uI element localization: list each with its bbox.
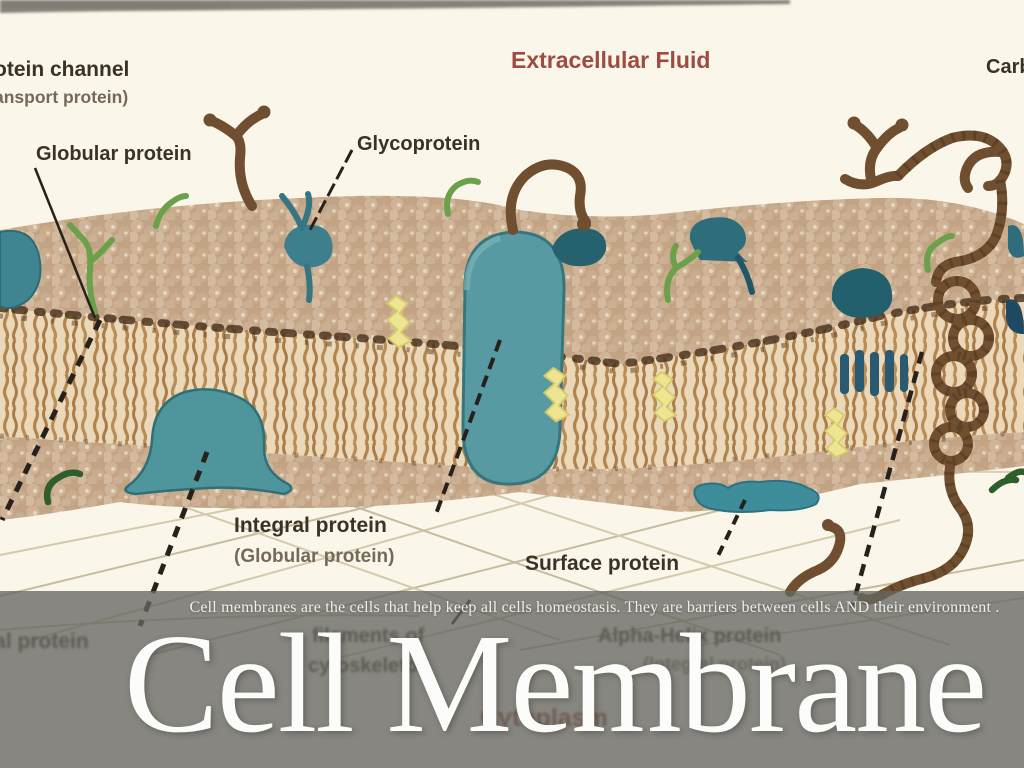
head-tail-boundary (0, 294, 1024, 369)
globular-protein-label: Globular protein (36, 143, 192, 165)
helix-coil-1 (933, 276, 981, 324)
integral-protein-mushroom (124, 388, 293, 496)
bottom-hook-chain (785, 522, 846, 597)
integral-protein-shade (463, 235, 502, 291)
green-chain-2 (153, 193, 189, 229)
surface-protein-label: Surface protein (525, 552, 679, 575)
rope-texture (877, 130, 1012, 601)
helix-descent (931, 175, 1008, 287)
green-chain-6 (43, 469, 84, 506)
protein-channel-label-line2: ansport protein) (0, 87, 128, 107)
protein-channel-label-line1: otein channel (0, 58, 129, 81)
glycoprotein-label: Glycoprotein (357, 133, 480, 155)
dark-tails-patch (840, 350, 908, 396)
helix-coil-3 (931, 351, 977, 397)
brown-chain-knobs (203, 105, 909, 531)
alpha-helix-pointer (849, 351, 925, 609)
dark-green-carbohydrates (43, 468, 1024, 506)
surface-pointer (714, 499, 747, 561)
glycoprotein-body (284, 224, 333, 268)
carbohydrate-label-partial: Carb (986, 56, 1024, 78)
slide-title: Cell Membrane (124, 604, 987, 762)
globular-pointer (33, 167, 97, 319)
extracellular-fluid-label: Extracellular Fluid (511, 47, 710, 73)
green-chain-1 (67, 222, 115, 315)
integral-protein-sublabel: (Globular protein) (234, 546, 394, 567)
protein-channel-left (0, 230, 42, 309)
peripheral-pointer-long (0, 318, 103, 522)
green-chain-7 (988, 468, 1024, 494)
head-tail-boundary-2 (0, 303, 1024, 375)
integral-protein-label: Integral protein (234, 514, 387, 537)
dark-teal-leaf (552, 228, 607, 267)
helix-base-rope (840, 170, 903, 190)
green-chain-5 (924, 233, 955, 273)
slide-text-overlay (0, 591, 1024, 768)
stem-chain-center (505, 159, 591, 235)
edge-protein-right-top (1008, 225, 1024, 258)
surface-protein (693, 479, 820, 513)
green-carbohydrates (67, 177, 955, 315)
helix-coil-4 (945, 388, 989, 432)
teal-anvil-protein (689, 217, 748, 262)
diagram-labels: otein channel ansport protein) Globular … (0, 47, 1024, 575)
slide-caption: Cell membranes are the cells that help k… (189, 599, 1000, 616)
green-chain-4 (664, 243, 701, 303)
photo-edge-smudge (0, 0, 790, 13)
scallop-protein (831, 268, 893, 318)
integral-pointer (434, 339, 502, 515)
helix-stub (959, 146, 1005, 193)
helix-coil-2 (948, 315, 994, 361)
membrane-proteins (0, 191, 1024, 513)
edge-protein-right-mid (1006, 299, 1024, 334)
green-chain-3 (444, 177, 481, 217)
glycoprotein-arms (279, 191, 313, 303)
teal-anvil-stem (735, 255, 755, 295)
glycoprotein-pointer (308, 149, 354, 231)
integral-protein-large (461, 230, 566, 486)
